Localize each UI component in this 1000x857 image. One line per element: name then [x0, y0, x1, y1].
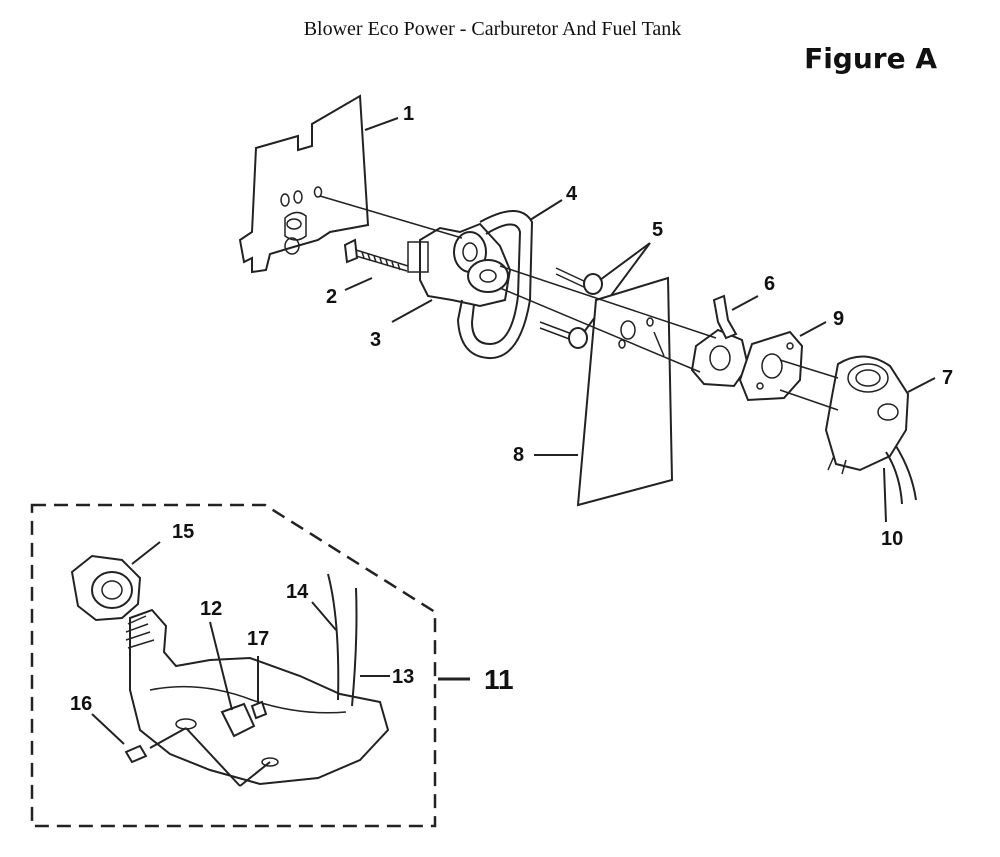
- part-4-hose: [456, 210, 534, 360]
- callout-17: 17: [247, 628, 269, 650]
- assembly-lines: [319, 195, 839, 411]
- part-8-heat-shield: [576, 276, 674, 507]
- callout-15: 15: [172, 521, 194, 543]
- part-9-gasket: [738, 330, 804, 402]
- callout-12: 12: [200, 598, 222, 620]
- callout-3: 3: [370, 329, 381, 351]
- callout-13: 13: [392, 666, 414, 688]
- part-10-fuel-lines: [885, 445, 917, 505]
- callout-2: 2: [326, 286, 337, 308]
- callout-5: 5: [652, 219, 663, 241]
- callout-8: 8: [513, 444, 524, 466]
- part-1-insulator-plate: [238, 94, 370, 274]
- part-15-fuel-cap: [70, 554, 142, 622]
- part-6-spacer: [690, 294, 750, 388]
- callout-14: 14: [286, 581, 309, 603]
- figure-label: Figure A: [804, 42, 937, 75]
- part-11-fuel-tank-assembly-outline: [30, 503, 437, 828]
- callout-10: 10: [881, 528, 903, 550]
- callout-6: 6: [764, 273, 775, 295]
- part-2-bolt: [343, 238, 409, 272]
- part-16-grommet: [124, 744, 148, 764]
- parts-13-14-tank-fuel-lines: [327, 573, 358, 707]
- callout-11: 11: [484, 664, 514, 695]
- part-3-intake-body: [407, 222, 512, 308]
- part-7-carburetor: [824, 355, 910, 475]
- callout-7: 7: [942, 367, 953, 389]
- callout-4: 4: [566, 183, 578, 205]
- callout-9: 9: [833, 308, 844, 330]
- callout-1: 1: [403, 103, 414, 125]
- callout-16: 16: [70, 693, 92, 715]
- part-5-screws: [539, 267, 603, 349]
- page-title: Blower Eco Power - Carburetor And Fuel T…: [303, 18, 682, 40]
